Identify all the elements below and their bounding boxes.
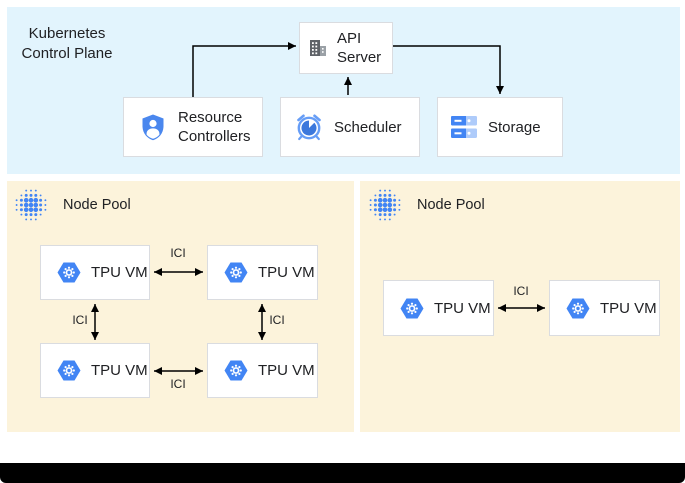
hexagon-gear-icon [399, 297, 425, 320]
resource-controllers-label: Resource Controllers [178, 109, 251, 145]
hexagon-gear-icon [56, 261, 82, 284]
tpu-vm-box: TPU VM [383, 280, 494, 336]
tpu-vm-box: TPU VM [207, 343, 318, 398]
tpu-vm-label: TPU VM [91, 264, 148, 281]
hexagon-gear-icon [223, 359, 249, 382]
tpu-vm-label: TPU VM [600, 299, 657, 317]
control-plane-title-line1: Kubernetes [28, 25, 106, 42]
api-server-box: API Server [299, 22, 393, 74]
hexagon-gear-icon [565, 297, 591, 320]
tpu-vm-box: TPU VM [40, 245, 150, 300]
storage-label: Storage [488, 118, 541, 136]
tpu-vm-box: TPU VM [40, 343, 150, 398]
tpu-vm-label: TPU VM [434, 299, 491, 317]
ici-label: ICI [170, 377, 186, 391]
node-pool-label: Node Pool [417, 197, 485, 213]
ici-label: ICI [269, 313, 285, 327]
scheduler-box: Scheduler [280, 97, 420, 157]
node-pool-header-left: Node Pool [14, 188, 131, 222]
storage-box: Storage [437, 97, 563, 157]
ici-label: ICI [170, 246, 186, 260]
building-icon [307, 37, 329, 59]
ici-label: ICI [513, 284, 529, 298]
tpu-vm-label: TPU VM [258, 264, 315, 281]
dot-cluster-icon [14, 188, 48, 222]
storage-disks-icon [450, 115, 478, 139]
ici-label: ICI [72, 313, 88, 327]
control-plane-title: Kubernetes Control Plane [17, 24, 117, 64]
node-pool-header-right: Node Pool [368, 188, 485, 222]
hexagon-gear-icon [223, 261, 249, 284]
control-plane-title-line2: Control Plane [21, 45, 113, 62]
tpu-vm-box: TPU VM [549, 280, 660, 336]
resource-controllers-box: Resource Controllers [123, 97, 263, 157]
shield-user-icon [138, 112, 168, 142]
alarm-clock-icon [294, 112, 324, 142]
tpu-vm-label: TPU VM [258, 362, 315, 379]
bottom-bar [0, 463, 685, 483]
tpu-vm-box: TPU VM [207, 245, 318, 300]
scheduler-label: Scheduler [334, 118, 402, 136]
tpu-vm-label: TPU VM [91, 362, 148, 379]
node-pool-label: Node Pool [63, 197, 131, 213]
api-server-label: API Server [337, 30, 382, 66]
hexagon-gear-icon [56, 359, 82, 382]
dot-cluster-icon [368, 188, 402, 222]
